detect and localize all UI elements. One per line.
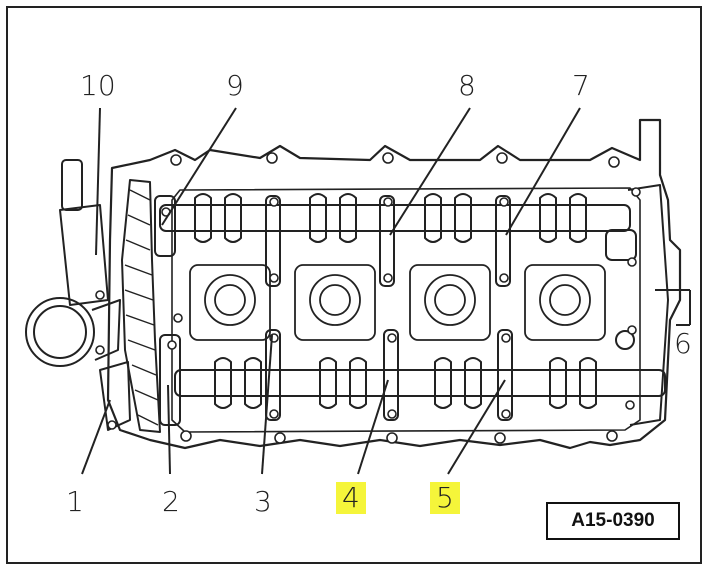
callout-8: 8 bbox=[458, 69, 476, 102]
leader-10 bbox=[95, 107, 101, 256]
leader-7 bbox=[505, 107, 581, 236]
callout-1: 1 bbox=[66, 485, 84, 518]
chain-tensioner bbox=[25, 159, 131, 431]
callout-6: 6 bbox=[674, 327, 692, 360]
leader-9 bbox=[161, 107, 237, 226]
cylinder-head-outline bbox=[106, 118, 682, 450]
leader-5 bbox=[447, 379, 506, 475]
callout-4-highlighted: 4 bbox=[336, 482, 366, 514]
figure-frame bbox=[6, 6, 702, 564]
leader-2 bbox=[167, 384, 171, 475]
leader-lines bbox=[81, 107, 691, 475]
callout-5-highlighted: 5 bbox=[430, 482, 460, 514]
callout-9: 9 bbox=[226, 69, 244, 102]
callout-10: 10 bbox=[80, 69, 116, 102]
leader-1 bbox=[81, 399, 111, 475]
leader-8 bbox=[389, 107, 471, 236]
lower-camshaft bbox=[174, 357, 666, 409]
leader-3 bbox=[261, 334, 273, 475]
bolts bbox=[95, 152, 641, 444]
bearing-caps bbox=[154, 195, 513, 426]
callout-3: 3 bbox=[254, 485, 272, 518]
callout-7: 7 bbox=[572, 69, 590, 102]
timing-chain bbox=[121, 179, 161, 433]
cylinder-bores bbox=[189, 264, 606, 341]
figure-reference-code: A15-0390 bbox=[546, 502, 680, 540]
right-side-cover bbox=[605, 184, 669, 426]
leader-4 bbox=[357, 379, 389, 475]
callout-2: 2 bbox=[162, 485, 180, 518]
